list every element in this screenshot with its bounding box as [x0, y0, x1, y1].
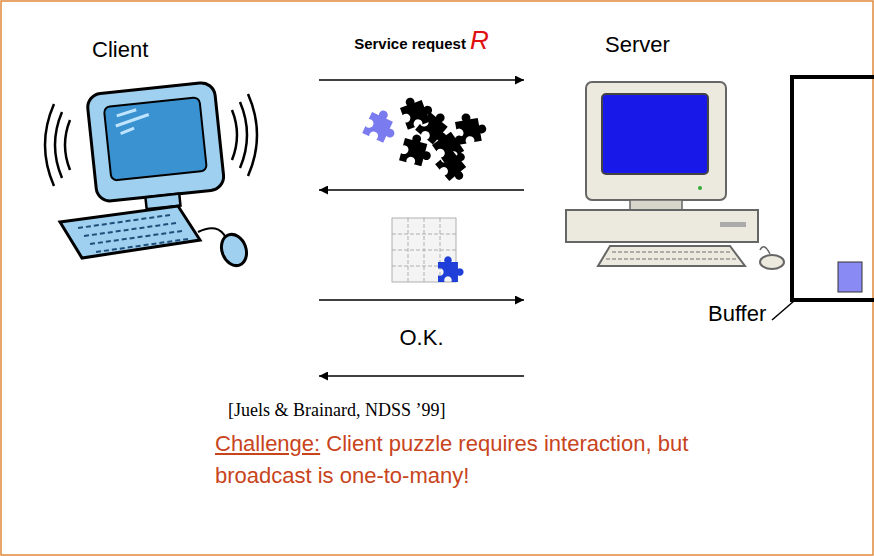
client-computer: [198, 228, 226, 238]
challenge-note: Challenge: Client puzzle requires intera…: [215, 428, 695, 492]
message-label: Service request R: [354, 25, 489, 56]
solved-puzzle: [392, 218, 464, 282]
server-computer: [606, 252, 736, 259]
buffer-slot: [838, 262, 862, 292]
puzzle-pieces: [362, 92, 488, 186]
message-label: O.K.: [399, 325, 443, 351]
solved-puzzle: [438, 256, 464, 282]
client-computer: [60, 206, 200, 258]
client-computer: [104, 97, 207, 181]
citation: [Juels & Brainard, NDSS ’99]: [228, 397, 445, 423]
puzzle-pieces: [362, 106, 401, 145]
client-computer: [232, 94, 257, 176]
server-computer: [602, 94, 708, 174]
server-node: Server: [528, 20, 790, 282]
node-label: Client: [92, 37, 148, 63]
client-computer: [217, 231, 250, 269]
puzzle-pieces: [435, 146, 475, 186]
client-computer: [45, 104, 70, 186]
client-computer: [114, 109, 150, 134]
server-computer: [598, 246, 745, 266]
server-computer: [566, 210, 758, 242]
puzzle-pieces: [399, 132, 435, 168]
server-computer: [630, 200, 682, 210]
server-computer: [566, 82, 784, 269]
server-computer: [720, 222, 746, 227]
message-arrow: [319, 79, 524, 81]
client-computer: [78, 215, 188, 252]
client-node: Client: [30, 25, 315, 275]
client-computer: [86, 82, 226, 215]
server-computer: [760, 247, 770, 254]
server-computer: [760, 255, 784, 269]
message-arrow: [319, 189, 524, 191]
server-computer: [586, 82, 726, 200]
server-computer: [698, 186, 702, 190]
leader-line: [772, 301, 794, 320]
buffer-box: Buffer: [790, 75, 874, 302]
node-label: Server: [605, 32, 670, 58]
client-computer: [45, 82, 257, 270]
node-label: Buffer: [708, 301, 766, 327]
client-computer: [86, 82, 225, 203]
message-arrow: [319, 299, 524, 301]
message-arrow: [319, 375, 524, 377]
